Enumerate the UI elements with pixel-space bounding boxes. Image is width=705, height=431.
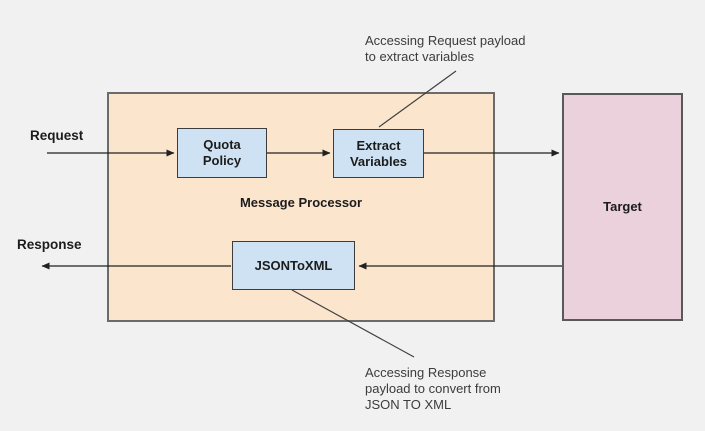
quota-policy-node: Quota Policy xyxy=(177,128,267,178)
target-node: Target xyxy=(562,93,683,321)
request-payload-annotation: Accessing Request payload to extract var… xyxy=(365,33,526,64)
jsontoxml-node: JSONToXML xyxy=(232,241,355,290)
response-payload-annotation: Accessing Response payload to convert fr… xyxy=(365,365,501,412)
request-label: Request xyxy=(30,128,84,143)
extract-variables-node: Extract Variables xyxy=(333,129,424,178)
message-processor-title: Message Processor xyxy=(239,195,363,210)
response-label: Response xyxy=(17,237,82,252)
